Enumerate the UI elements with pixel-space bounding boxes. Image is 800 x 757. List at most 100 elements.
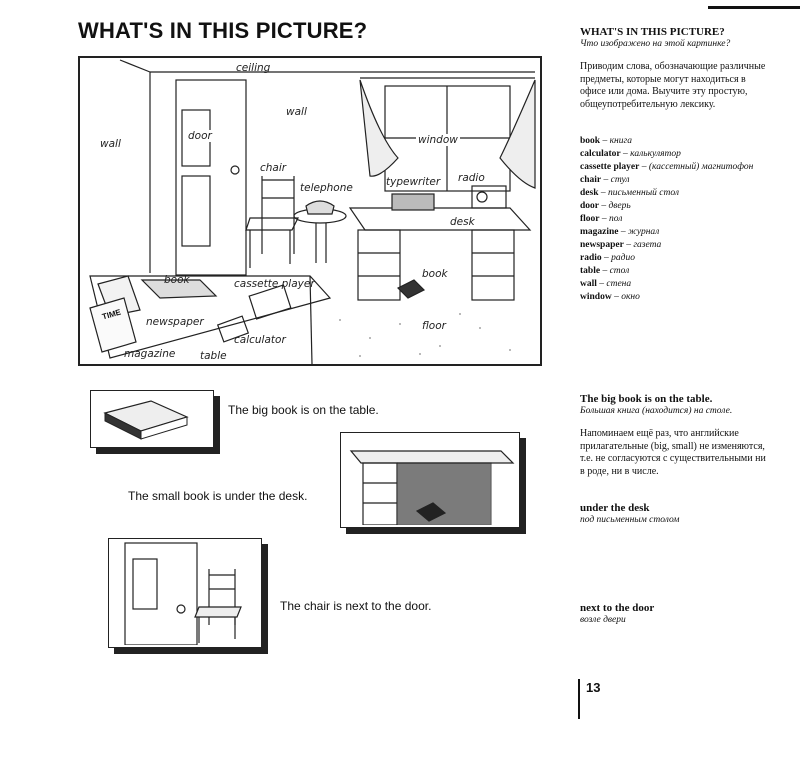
radio-shape: [471, 185, 507, 209]
vocab-en: chair: [580, 175, 602, 185]
note3-heading: next to the door: [580, 602, 655, 614]
example-card-big-book: [90, 390, 214, 448]
label-floor: floor: [422, 320, 446, 332]
vocab-item: book – книга: [580, 135, 780, 148]
telephone-shape: [305, 200, 335, 215]
vocab-en: table: [580, 266, 601, 276]
note2-translation: под письменным столом: [580, 515, 680, 525]
example-sentence-3: The chair is next to the door.: [280, 599, 432, 613]
vocab-dash: –: [601, 175, 611, 185]
vocab-dash: –: [623, 240, 634, 250]
vocab-dash: –: [599, 201, 609, 211]
vocab-item: cassette player – (кассетный) магнитофон: [580, 161, 780, 174]
vocab-item: newspaper – газета: [580, 239, 780, 252]
vocab-ru: стул: [610, 175, 630, 185]
vocab-dash: –: [611, 292, 622, 302]
vocab-ru: книга: [609, 136, 632, 146]
page-number: 13: [586, 680, 601, 695]
vocab-item: floor – пол: [580, 213, 780, 226]
example-card-chair: [108, 538, 262, 648]
vocab-ru: (кассетный) магнитофон: [648, 162, 754, 172]
example-card-desk: [340, 432, 520, 528]
vocab-en: floor: [580, 214, 600, 224]
label-typewriter: typewriter: [386, 176, 441, 188]
vocab-en: calculator: [580, 149, 621, 159]
label-ceiling: ceiling: [236, 62, 271, 74]
vocab-en: wall: [580, 279, 597, 289]
vocab-dash: –: [618, 227, 629, 237]
big-book-shape: [140, 279, 218, 299]
desk-illustration: [349, 450, 515, 526]
vocab-en: window: [580, 292, 612, 302]
vocab-en: radio: [580, 253, 602, 263]
page-title: WHAT'S IN THIS PICTURE?: [78, 18, 368, 43]
vocab-ru: дверь: [608, 201, 631, 211]
top-rule: [708, 6, 800, 9]
vocab-ru: стол: [609, 266, 630, 276]
label-newspaper: newspaper: [146, 316, 204, 328]
note1-translation: Большая книга (находится) на столе.: [580, 406, 733, 416]
vocab-en: cassette player: [580, 162, 640, 172]
vocab-en: magazine: [580, 227, 619, 237]
vocab-en: desk: [580, 188, 599, 198]
label-window: window: [416, 134, 460, 146]
note1-heading: The big book is on the table.: [580, 393, 713, 405]
vocab-dash: –: [598, 188, 608, 198]
chair-door-illustration: [124, 542, 242, 646]
note1-text: Напоминаем ещё раз, что английские прила…: [580, 428, 766, 477]
vocab-ru: стена: [606, 279, 632, 289]
vocab-ru: пол: [609, 214, 623, 224]
vocab-dash: –: [620, 149, 631, 159]
vocab-item: magazine – журнал: [580, 226, 780, 239]
vocab-dash: –: [600, 136, 610, 146]
vocab-en: book: [580, 136, 601, 146]
vocab-item: chair – стул: [580, 174, 780, 187]
label-book-table: book: [164, 274, 190, 286]
big-book-illustration: [103, 400, 189, 440]
label-magazine: magazine: [124, 348, 176, 360]
label-desk: desk: [450, 216, 475, 228]
vocab-item: radio – радио: [580, 252, 780, 265]
sidebar-intro: Приводим слова, обозначающие различные п…: [580, 61, 766, 110]
label-chair: chair: [260, 162, 287, 174]
vocab-en: door: [580, 201, 599, 211]
note3-translation: возле двери: [580, 615, 626, 625]
typewriter-shape: [391, 193, 435, 211]
vocab-dash: –: [639, 162, 649, 172]
label-book-floor: book: [422, 268, 448, 280]
vocab-ru: письменный стол: [607, 188, 680, 198]
label-calculator: calculator: [234, 334, 286, 346]
label-wall-right: wall: [286, 106, 307, 118]
vocab-item: calculator – калькулятор: [580, 148, 780, 161]
example-sentence-2: The small book is under the desk.: [128, 489, 308, 503]
room-illustration: ceiling wall wall door window chair tele…: [78, 56, 542, 366]
vocab-item: wall – стена: [580, 278, 780, 291]
vocab-dash: –: [599, 214, 610, 224]
vocab-ru: газета: [633, 240, 662, 250]
label-wall-left: wall: [100, 138, 121, 150]
label-door: door: [186, 130, 214, 142]
vocab-item: window – окно: [580, 291, 780, 304]
vocab-item: table – стол: [580, 265, 780, 278]
label-telephone: telephone: [300, 182, 353, 194]
small-book-shape: [396, 279, 426, 299]
vocab-dash: –: [596, 279, 607, 289]
label-radio: radio: [458, 172, 485, 184]
vocab-dash: –: [600, 266, 610, 276]
vocab-item: desk – письменный стол: [580, 187, 780, 200]
calculator-shape: [216, 315, 250, 343]
sidebar-heading-ru: Что изображено на этой картинке?: [580, 39, 731, 49]
vocab-ru: журнал: [628, 227, 660, 237]
vocab-en: newspaper: [580, 240, 624, 250]
desk-top: [348, 207, 532, 231]
vocab-dash: –: [601, 253, 612, 263]
door-shape: [175, 79, 247, 276]
sidebar-heading: WHAT'S IN THIS PICTURE?: [580, 26, 725, 38]
page-number-bar: [578, 679, 580, 719]
vocab-ru: окно: [621, 292, 640, 302]
vocab-ru: радио: [611, 253, 635, 263]
example-sentence-1: The big book is on the table.: [228, 403, 379, 417]
door-knob: [230, 165, 240, 175]
note2-heading: under the desk: [580, 502, 650, 514]
